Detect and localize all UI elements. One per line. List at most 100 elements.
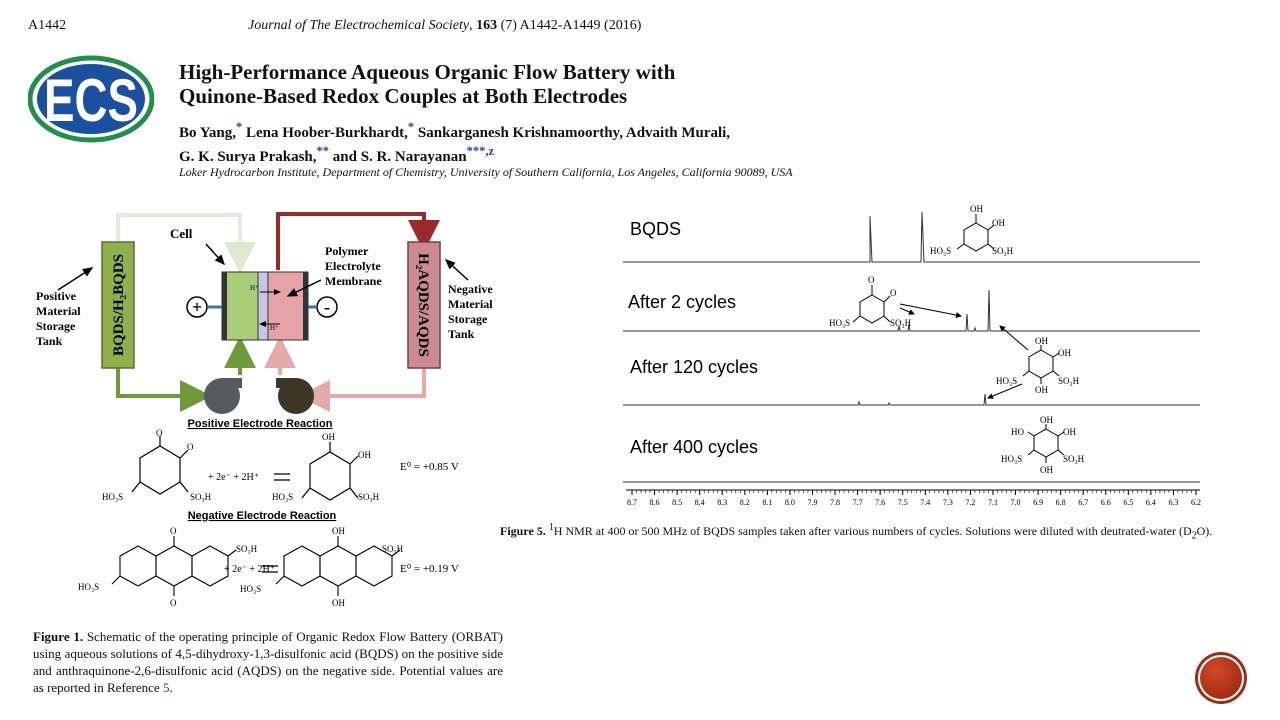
positive-tank-label: Positive Material Storage Tank (36, 289, 84, 348)
group-label: OH (332, 598, 345, 608)
axis-tick-label: 7.8 (830, 498, 840, 507)
spectrum-label-2-cycles: After 2 cycles (628, 292, 736, 312)
article-title: High-Performance Aqueous Organic Flow Ba… (179, 60, 819, 108)
cell-pointer (205, 243, 226, 266)
journal-citation: Journal of The Electrochemical Society, … (248, 18, 642, 33)
trihydroxy-structure (1022, 345, 1060, 384)
positive-terminal (186, 296, 208, 318)
atom-label: O (170, 526, 177, 536)
axis-tick-label: 7.5 (898, 498, 908, 507)
author-footnote-link[interactable]: ** (316, 144, 330, 158)
group-label: HO₃S (240, 584, 261, 594)
spectrum-trace-2-cycles (623, 289, 1200, 332)
figure-1-schematic: BQDS/H₂BQDS H₂AQDS/AQDS H⁺ H⁺ + - Cell P… (36, 212, 493, 608)
group-label: OH (1035, 385, 1048, 395)
axis-tick-label: 6.4 (1146, 498, 1156, 507)
cell-electrode-right (303, 272, 308, 340)
axis-tick-label: 7.4 (920, 498, 930, 507)
group-label: HO₃S (930, 246, 951, 256)
author-text: Bo Yang, (179, 125, 236, 141)
author-footnote-link[interactable]: * (235, 120, 243, 134)
proton-label: H⁺ (270, 324, 279, 332)
spectrum-trace-120-cycles (623, 393, 1200, 406)
axis-tick-label: 7.2 (965, 498, 975, 507)
atom-label: O (170, 598, 177, 608)
equilibrium-arrows (274, 473, 290, 481)
axis-tick-label: 7.7 (853, 498, 863, 507)
group-label: HO₃S (1001, 454, 1022, 464)
next-slide-button[interactable] (1198, 655, 1244, 701)
negative-reaction-title: Negative Electrode Reaction (188, 510, 337, 522)
caption-label: Figure 5. (500, 524, 546, 538)
axis-tick-label: 7.9 (807, 498, 817, 507)
axis-tick-label: 6.7 (1078, 498, 1088, 507)
journal-issue-pages: (7) A1442-A1449 (2016) (497, 18, 642, 33)
positive-storage-tank (101, 241, 135, 369)
axis-tick-label: 8.1 (762, 498, 772, 507)
negative-storage-tank (407, 241, 441, 369)
group-label: OH (970, 204, 983, 214)
cell-membrane (257, 271, 269, 341)
group-label: SO₃H (236, 544, 258, 554)
group-label: SO₃H (1058, 376, 1080, 386)
spectrum-label-120-cycles: After 120 cycles (630, 357, 758, 377)
negative-potential: E⁰ = +0.19 V (400, 563, 459, 575)
figure-5-nmr-spectra: BQDS After 2 cycles After 120 cycles Aft… (623, 204, 1201, 507)
group-label: SO₃H (1063, 454, 1085, 464)
atom-label: O (868, 275, 875, 285)
positive-reaction-title: Positive Electrode Reaction (188, 418, 333, 430)
caption-text: H NMR at 400 or 500 MHz of BQDS samples … (553, 524, 1192, 538)
group-label: OH (1040, 415, 1053, 425)
tetrahydroxy-structure (1027, 424, 1065, 463)
author-text: Sankarganesh Krishnamoorthy, Advaith Mur… (414, 125, 731, 141)
membrane-pointer (286, 279, 322, 297)
logo-text: ECS (44, 67, 138, 134)
reference-link[interactable]: 5 (162, 680, 170, 695)
atom-label: O (187, 442, 194, 452)
author-text: Lena Hoober-Burkhardt, (242, 125, 408, 141)
positive-tank-text: BQDS/H₂BQDS (111, 254, 127, 356)
axis-tick-label: 6.8 (1056, 498, 1066, 507)
title-line-1: High-Performance Aqueous Organic Flow Ba… (179, 60, 676, 84)
aqds-structure (111, 536, 237, 596)
spectrum-label-bqds: BQDS (630, 219, 681, 239)
group-label: OH (1040, 465, 1053, 475)
author-footnote-link[interactable]: * (407, 120, 415, 134)
negative-tank-text: H₂AQDS/AQDS (415, 253, 431, 357)
figure-5-caption: Figure 5. 1H NMR at 400 or 500 MHz of BQ… (500, 522, 1213, 542)
atom-label: O (156, 428, 163, 438)
page-number: A1442 (28, 18, 67, 33)
flow-negative-to-pump (298, 368, 426, 412)
caption-label: Figure 1. (33, 629, 84, 644)
atom-label: O (890, 288, 897, 298)
title-line-2: Quinone-Based Redox Couples at Both Elec… (179, 84, 628, 108)
group-label: SO₃H (382, 544, 404, 554)
author-footnote-link[interactable]: ***,z (466, 144, 495, 158)
axis-tick-label: 6.2 (1191, 498, 1201, 507)
figure-1-caption: Figure 1. Schematic of the operating pri… (33, 629, 503, 695)
positive-pump-outlet (222, 378, 242, 388)
group-label: OH (1058, 348, 1071, 358)
axis-tick-label: 6.9 (1033, 498, 1043, 507)
group-label: OH (992, 218, 1005, 228)
group-label: OH (1035, 336, 1048, 346)
proton-label: H⁺ (250, 284, 259, 292)
group-label: SO₃H (190, 492, 212, 502)
negative-tank-pointer (444, 258, 469, 281)
group-label: OH (322, 432, 335, 442)
axis-tick-label: 6.5 (1123, 498, 1133, 507)
positive-potential: E⁰ = +0.85 V (400, 461, 459, 473)
peak-arrow (899, 307, 915, 315)
peak-arrow (899, 303, 962, 318)
h2aqds-structure (275, 536, 401, 596)
h2bqds-structure (956, 214, 995, 252)
journal-name: Journal of The Electrochemical Society (248, 18, 470, 33)
axis-tick-label: 8.2 (740, 498, 750, 507)
flow-negative-to-tank (276, 212, 440, 270)
group-label: HO₃S (272, 492, 293, 502)
cell-electrode-left (222, 272, 227, 340)
bqds-structure (852, 285, 891, 324)
axis-tick-label: 8.5 (672, 498, 682, 507)
group-label: HO (1011, 427, 1024, 437)
